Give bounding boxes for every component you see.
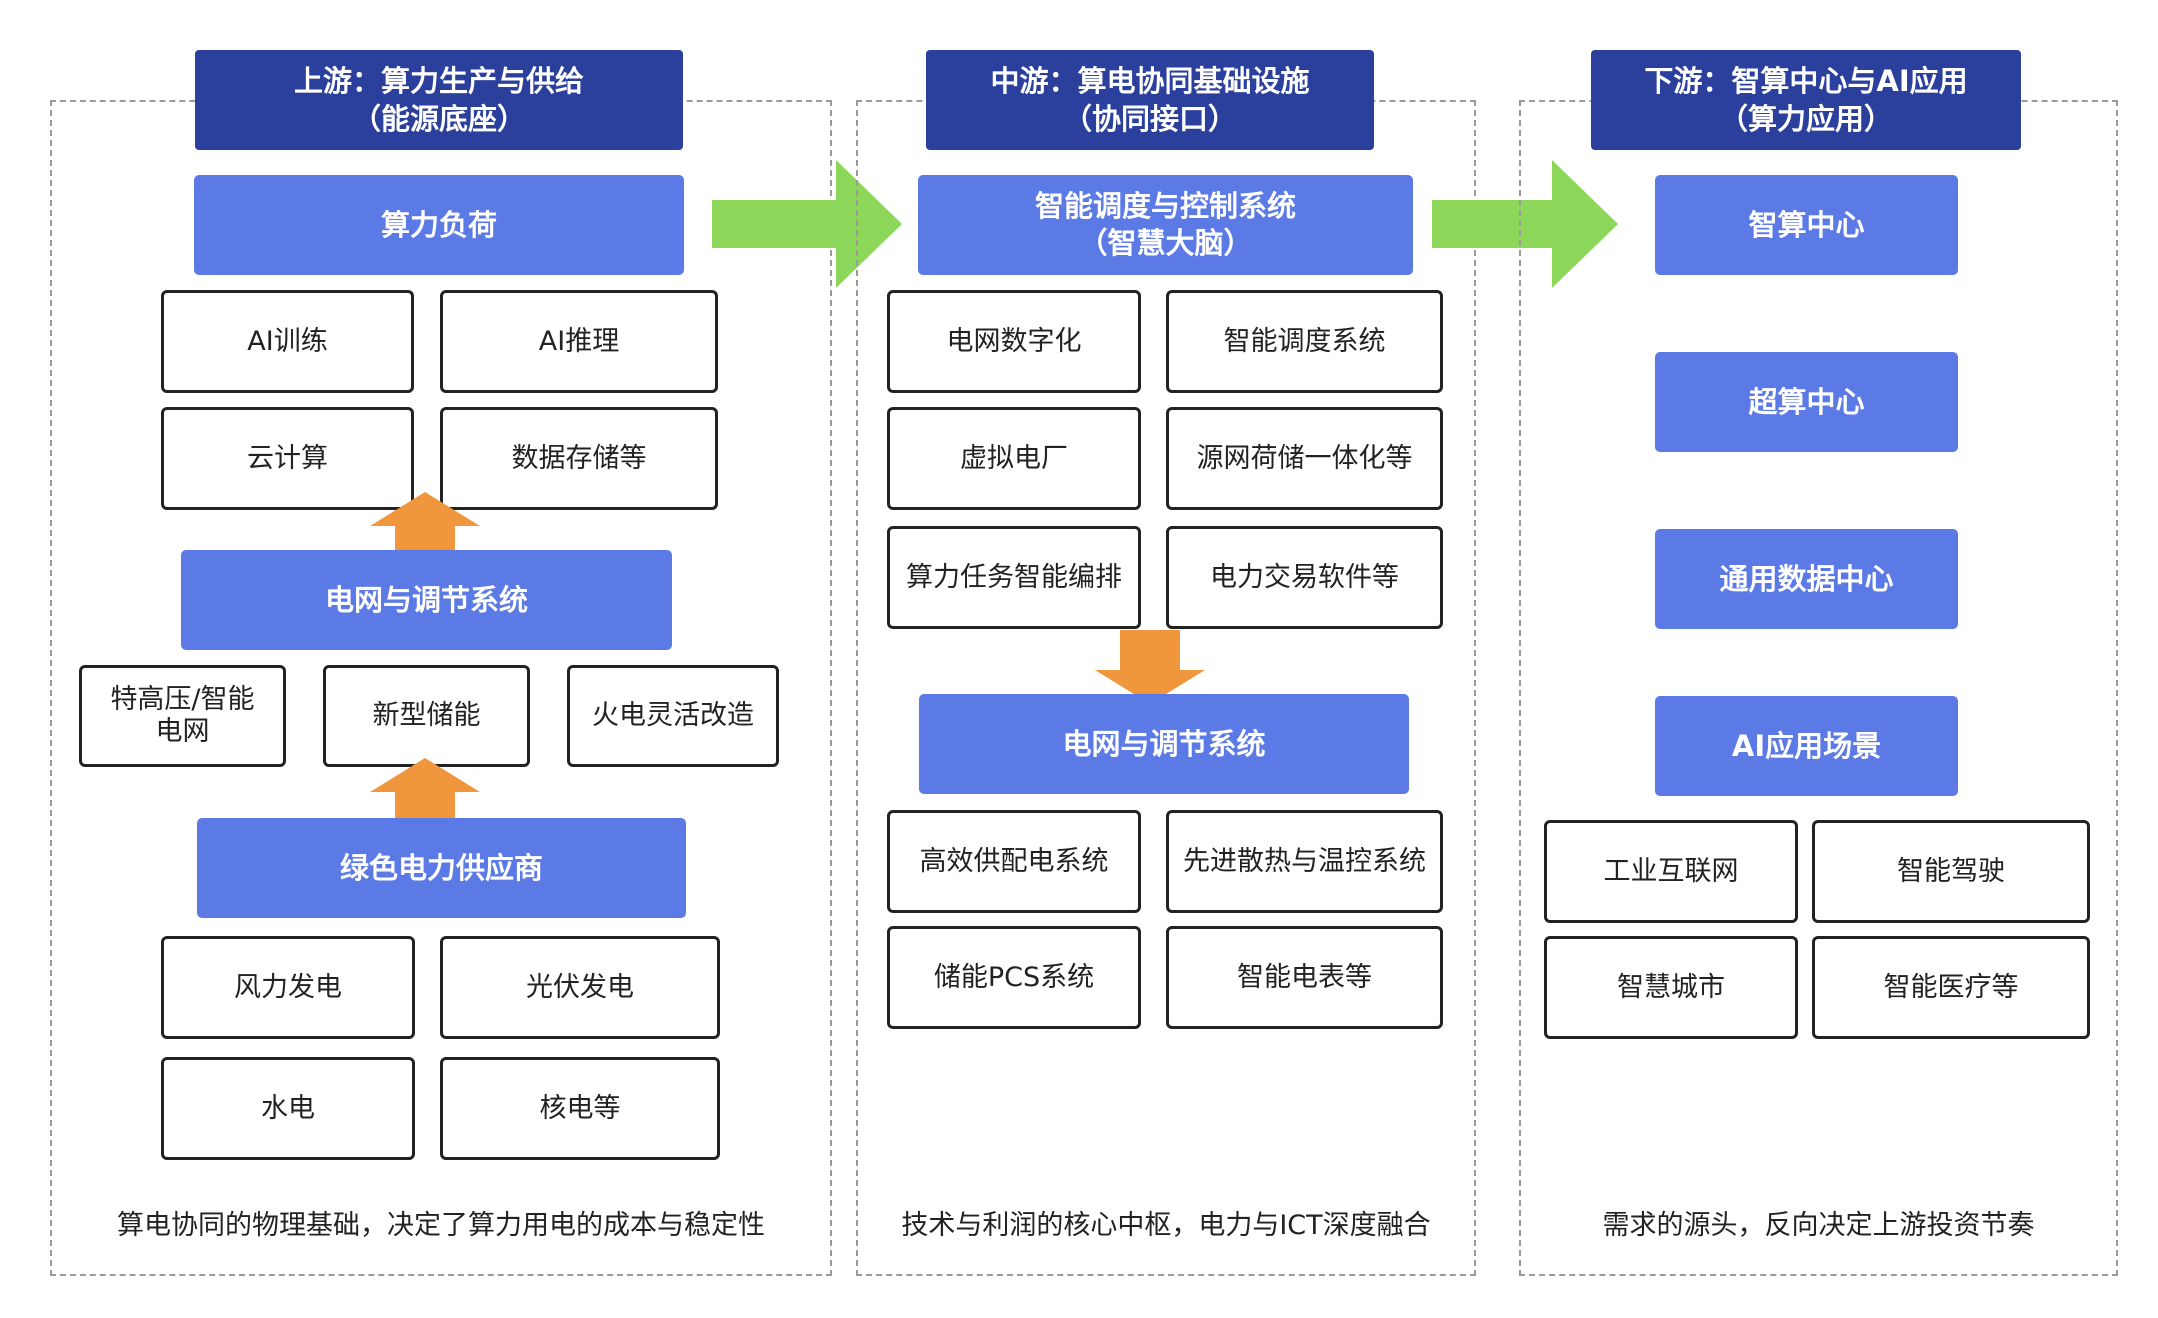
midstream-grid-block: 电网与调节系统 (919, 694, 1409, 794)
flow-arrow-mid-to-down (1432, 160, 1618, 288)
upstream-header: 上游：算力生产与供给 （能源底座） (195, 50, 683, 150)
center-block-general-dc: 通用数据中心 (1655, 529, 1958, 629)
brain-item-integration: 源网荷储一体化等 (1166, 407, 1443, 510)
grid-item-uhv: 特高压/智能 电网 (79, 665, 286, 767)
load-item-ai-inference: AI推理 (440, 290, 718, 393)
brain-item-dispatch: 智能调度系统 (1166, 290, 1443, 393)
upstream-grid-block: 电网与调节系统 (181, 550, 672, 650)
mid-grid-item-cooling: 先进散热与温控系统 (1166, 810, 1443, 913)
mid-grid-item-pcs: 储能PCS系统 (887, 926, 1141, 1029)
downstream-header: 下游：智算中心与AI应用 （算力应用） (1591, 50, 2021, 150)
load-item-storage: 数据存储等 (440, 407, 718, 510)
downstream-header-subtitle: （算力应用） (1718, 102, 1893, 136)
center-block-supercomputing: 超算中心 (1655, 352, 1958, 452)
center-block-ai-scenarios: AI应用场景 (1655, 696, 1958, 796)
brain-item-orchestration: 算力任务智能编排 (887, 526, 1141, 629)
grid-item-storage: 新型储能 (323, 665, 530, 767)
up-arrow-to-load (370, 492, 480, 566)
center-block-ai-computing: 智算中心 (1655, 175, 1958, 275)
brain-item-grid-digital: 电网数字化 (887, 290, 1141, 393)
brain-item-trading: 电力交易软件等 (1166, 526, 1443, 629)
up-arrow-to-grid (370, 758, 480, 832)
flow-arrow-up-to-mid (712, 160, 902, 288)
midstream-header-title: 中游：算电协同基础设施 (990, 64, 1310, 98)
supplier-item-wind: 风力发电 (161, 936, 415, 1039)
mid-grid-item-meter: 智能电表等 (1166, 926, 1443, 1029)
downstream-header-title: 下游：智算中心与AI应用 (1644, 64, 1968, 98)
supplier-item-hydro: 水电 (161, 1057, 415, 1160)
down-arrow-to-grid (1095, 630, 1205, 704)
supplier-item-nuclear: 核电等 (440, 1057, 720, 1160)
green-power-block: 绿色电力供应商 (197, 818, 686, 918)
upstream-footer: 算电协同的物理基础，决定了算力用电的成本与稳定性 (117, 1210, 765, 1241)
downstream-section (1519, 100, 2118, 1276)
grid-item-thermal: 火电灵活改造 (567, 665, 779, 767)
load-item-ai-training: AI训练 (161, 290, 414, 393)
upstream-header-title: 上游：算力生产与供给 (293, 64, 584, 98)
scenario-item-city: 智慧城市 (1544, 936, 1798, 1039)
smart-brain-block: 智能调度与控制系统 （智慧大脑） (918, 175, 1413, 275)
supplier-item-solar: 光伏发电 (440, 936, 720, 1039)
brain-item-vpp: 虚拟电厂 (887, 407, 1141, 510)
midstream-header-subtitle: （协同接口） (1062, 102, 1237, 136)
scenario-item-driving: 智能驾驶 (1812, 820, 2090, 923)
compute-load-block: 算力负荷 (194, 175, 684, 275)
midstream-footer: 技术与利润的核心中枢，电力与ICT深度融合 (901, 1210, 1431, 1241)
scenario-item-medical: 智能医疗等 (1812, 936, 2090, 1039)
midstream-header: 中游：算电协同基础设施 （协同接口） (926, 50, 1374, 150)
downstream-footer: 需求的源头，反向决定上游投资节奏 (1602, 1210, 2035, 1241)
smart-brain-title: 智能调度与控制系统 (1034, 189, 1296, 223)
scenario-item-industrial: 工业互联网 (1544, 820, 1798, 923)
mid-grid-item-power-supply: 高效供配电系统 (887, 810, 1141, 913)
load-item-cloud: 云计算 (161, 407, 414, 510)
smart-brain-subtitle: （智慧大脑） (1078, 226, 1253, 260)
upstream-header-subtitle: （能源底座） (351, 102, 526, 136)
